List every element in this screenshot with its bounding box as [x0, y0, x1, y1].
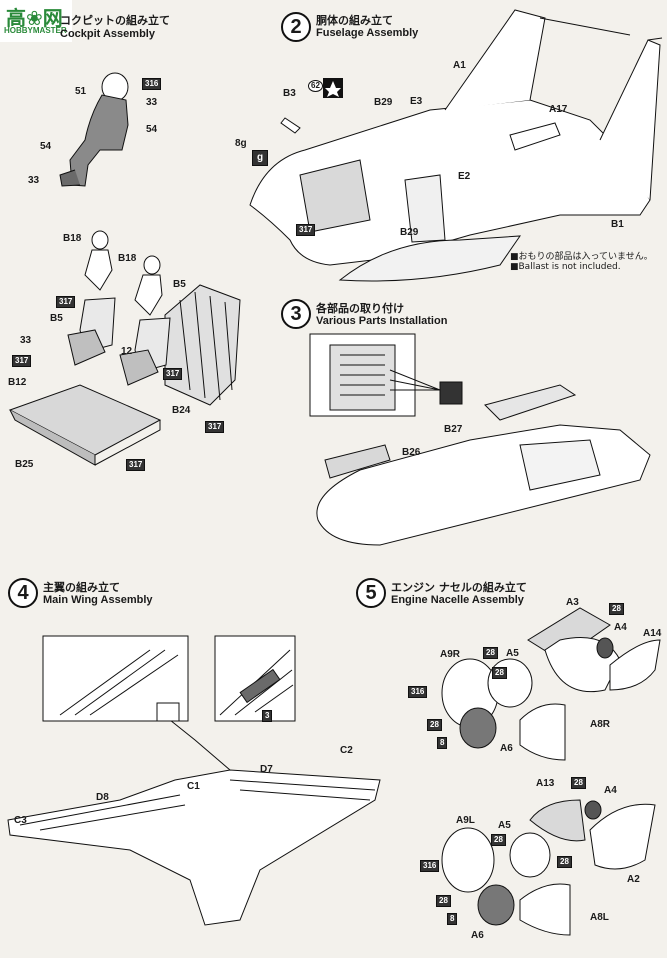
part-label: A4	[614, 622, 627, 633]
watermark-logo: 高❀网	[6, 6, 63, 30]
nacelle-left-drawing	[441, 799, 656, 936]
part-label: B26	[402, 447, 421, 458]
paint-tag: 316	[408, 686, 428, 698]
seats	[67, 230, 171, 386]
step3-number: 3	[281, 299, 311, 329]
part-label: B1	[611, 219, 624, 230]
paint-tag: 317	[296, 224, 316, 236]
part-label: 54	[40, 141, 52, 152]
part-label: C2	[340, 745, 353, 756]
paint-tag: 316	[142, 78, 162, 90]
paint-tag: 8	[437, 737, 448, 749]
part-label: A9R	[440, 649, 461, 660]
part-label: 51	[75, 86, 87, 97]
part-label: 33	[28, 175, 40, 186]
screw-tag: 28	[436, 895, 451, 907]
part-label: A5	[506, 648, 519, 659]
step4-title-en: Main Wing Assembly	[43, 594, 153, 606]
part-label: C1	[187, 781, 200, 792]
part-label: E2	[458, 171, 471, 182]
part-label: B25	[15, 459, 34, 470]
step2-title-en: Fuselage Assembly	[316, 27, 419, 39]
part-label: A1	[453, 60, 466, 71]
part-label: D8	[96, 792, 109, 803]
part-label: B18	[63, 233, 82, 244]
part-label: 33	[146, 97, 158, 108]
main-wing-drawing	[7, 702, 381, 926]
paint-tag: 3	[262, 710, 273, 722]
part-label: A6	[471, 930, 484, 941]
screw-tag: 28	[571, 777, 586, 789]
paint-tag: 317	[12, 355, 32, 367]
part-label: A17	[549, 104, 568, 115]
step2-title-jp: 胴体の組み立て	[316, 14, 393, 27]
screw-tag: 28	[557, 856, 572, 868]
part-label: 33	[20, 335, 32, 346]
part-label: A8L	[590, 912, 609, 923]
paint-tag: 317	[205, 421, 225, 433]
step1-title-jp: コクピットの組み立て	[60, 14, 170, 27]
site-watermark: 高❀网 HOBBYMASTER	[0, 0, 72, 42]
watermark-sub: HOBBYMASTER	[4, 26, 67, 35]
part-label: 54	[146, 124, 158, 135]
screw-tag: 28	[483, 647, 498, 659]
decal-tag: 62	[308, 80, 323, 92]
part-label: A3	[566, 597, 579, 608]
part-label: A6	[500, 743, 513, 754]
part-label: B12	[8, 377, 27, 388]
part-label: 8g	[235, 138, 247, 149]
step1-title-en: Cockpit Assembly	[60, 28, 155, 40]
step4-number: 4	[8, 578, 38, 608]
screw-tag: 28	[609, 603, 624, 615]
step3-drawing	[309, 333, 651, 546]
cockpit-tub	[8, 284, 241, 466]
ballast-note-jp: ■おもりの部品は入っていません。	[510, 252, 653, 262]
step5-title-en: Engine Nacelle Assembly	[391, 594, 524, 606]
step3-title-jp: 各部品の取り付け	[316, 302, 404, 315]
part-label: B18	[118, 253, 137, 264]
part-label: A2	[627, 874, 640, 885]
paint-tag: 8	[447, 913, 458, 925]
part-label: 12	[121, 346, 133, 357]
part-label: B5	[173, 279, 186, 290]
step5-title-jp: エンジン ナセルの組み立て	[391, 581, 527, 594]
part-label: B24	[172, 405, 191, 416]
part-label: A14	[643, 628, 662, 639]
paint-tag: 317	[56, 296, 76, 308]
screw-tag: 28	[491, 834, 506, 846]
weight-icon: g	[252, 150, 269, 166]
nacelle-right-drawing	[441, 607, 661, 761]
part-label: B3	[283, 88, 296, 99]
part-label: A8R	[590, 719, 611, 730]
part-label: B29	[400, 227, 419, 238]
paint-tag: 317	[163, 368, 183, 380]
step4-title-jp: 主翼の組み立て	[43, 581, 120, 594]
part-label: B29	[374, 97, 393, 108]
part-label: A5	[498, 820, 511, 831]
pilot-figure	[59, 72, 129, 187]
fuselage-drawing	[249, 9, 663, 282]
ballast-note-en: ■Ballast is not included.	[510, 262, 621, 272]
step3-title-en: Various Parts Installation	[316, 315, 448, 327]
part-label: E3	[410, 96, 423, 107]
paint-tag: 316	[420, 860, 440, 872]
part-label: D7	[260, 764, 273, 775]
step2-number: 2	[281, 12, 311, 42]
step5-number: 5	[356, 578, 386, 608]
part-label: C3	[14, 815, 27, 826]
part-label: A4	[604, 785, 617, 796]
part-label: B5	[50, 313, 63, 324]
part-label: A13	[536, 778, 555, 789]
part-label: B27	[444, 424, 463, 435]
screw-tag: 28	[492, 667, 507, 679]
paint-tag: 317	[126, 459, 146, 471]
screw-tag: 28	[427, 719, 442, 731]
part-label: A9L	[456, 815, 475, 826]
